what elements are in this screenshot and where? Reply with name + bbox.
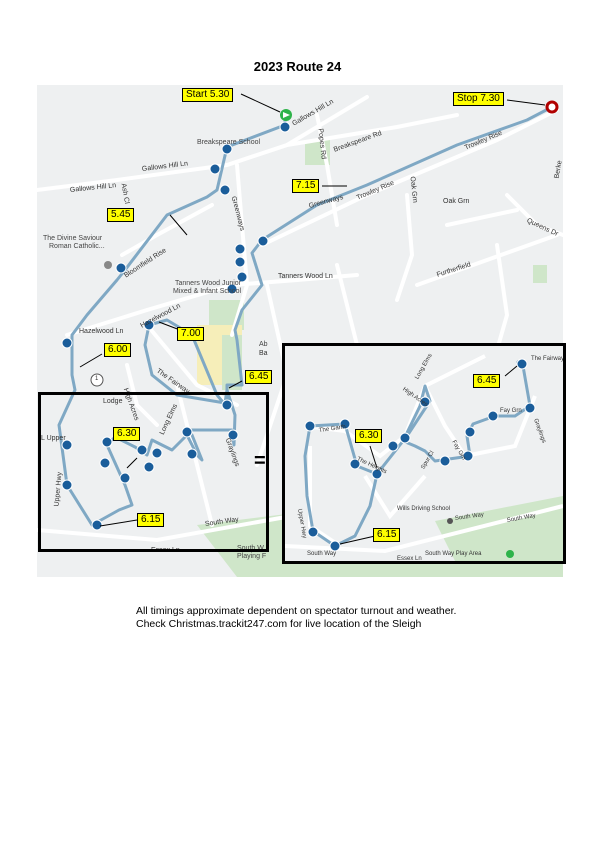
time-tag-630: 6.30 — [113, 427, 141, 441]
time-tag-start: Start 5.30 — [182, 88, 234, 102]
road-label: Ba — [259, 350, 268, 357]
road-greenways — [230, 163, 250, 337]
inset-school-label[interactable]: Wills Driving School — [397, 506, 451, 512]
road-fairway — [145, 323, 239, 407]
road-gallows-hill — [37, 95, 369, 192]
time-tag-700: 7.00 — [177, 327, 205, 341]
equals-sign: = — [254, 450, 266, 472]
time-tag-645: 6.45 — [245, 370, 273, 384]
inset-road-label: Fay Grn — [500, 408, 522, 414]
inset-time-tag-645: 6.45 — [473, 374, 501, 388]
page-title: 2023 Route 24 — [253, 59, 342, 74]
road-label: Tanners Wood Ln — [278, 273, 333, 280]
poi-tanners-line2: Mixed & Infant School — [173, 288, 242, 295]
poi-playing-f: Playing F — [237, 553, 267, 560]
road-number-label: 1 — [95, 376, 99, 382]
inset-markers — [304, 358, 536, 552]
road-oak-grn — [445, 208, 519, 227]
road-oak — [395, 193, 415, 302]
inset-canvas — [285, 354, 563, 561]
time-tag-545: 5.45 — [107, 208, 135, 222]
poi-church-line1[interactable]: The Divine Saviour — [43, 235, 103, 242]
poi-church-line2: Roman Catholic... — [49, 243, 105, 250]
inset-time-tag-615: 6.15 — [373, 528, 401, 542]
inset-play-area-label[interactable]: South Way Play Area — [425, 551, 482, 557]
road-bloomfield — [120, 203, 214, 257]
footer-line-1: All timings approximate dependent on spe… — [136, 605, 457, 617]
footer-line-2[interactable]: Check Christmas.trackit247.com for live … — [136, 618, 422, 630]
turn-markers — [61, 121, 291, 531]
time-tag-715: 7.15 — [292, 179, 320, 193]
road-trowley — [260, 108, 559, 247]
start-play-icon — [283, 112, 290, 118]
time-tag-stop: Stop 7.30 — [453, 92, 504, 106]
inset-road-label: Essex Ln — [397, 556, 422, 562]
zoom-inset[interactable]: The Fairway Fay Grn Graylings Long Elms … — [282, 343, 566, 564]
stop-marker-icon[interactable] — [545, 100, 559, 114]
road-high-acres — [125, 363, 159, 427]
poi-ab[interactable]: Ab — [259, 341, 268, 348]
poi-tanners-line1[interactable]: Tanners Wood Junior — [175, 280, 242, 287]
time-tag-600: 6.00 — [104, 343, 132, 357]
inset-route — [303, 359, 532, 548]
footer-note: All timings approximate dependent on spe… — [136, 605, 456, 631]
road-label: Hazelwood Ln — [79, 328, 124, 335]
play-area-icon — [506, 550, 514, 558]
highlight-frame — [38, 392, 269, 552]
inset-road-label: The Fairway — [531, 356, 565, 362]
pin-icon — [104, 261, 112, 269]
inset-time-tag-630: 6.30 — [355, 429, 383, 443]
road-further — [415, 233, 559, 287]
inset-road-label: South Way — [307, 551, 337, 557]
road-queens — [505, 193, 563, 237]
school-icon — [447, 518, 453, 524]
green-area — [533, 265, 547, 283]
road-popes — [315, 113, 339, 227]
road-label: Oak Grn — [443, 198, 470, 205]
road-label: Lodge — [103, 398, 123, 405]
road-number-badge — [90, 373, 104, 387]
poi-school[interactable]: Breakspeare School — [197, 139, 261, 146]
time-tag-615: 6.15 — [137, 513, 165, 527]
road-label: L Upper — [41, 435, 66, 442]
poi-south-w[interactable]: South W — [237, 545, 264, 552]
